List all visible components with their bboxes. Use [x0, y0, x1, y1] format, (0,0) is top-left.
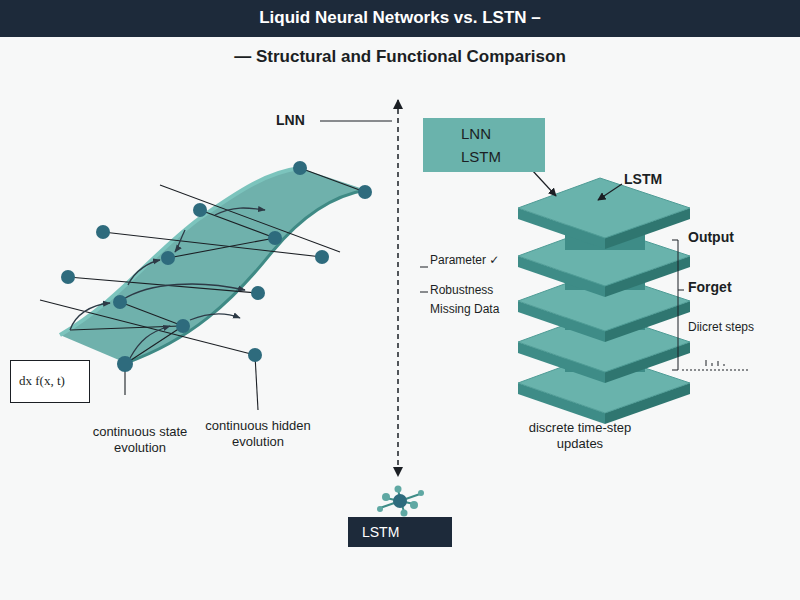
divider: [397, 100, 399, 476]
art-part: [70, 303, 110, 330]
art-part: [103, 232, 322, 257]
art-part: [251, 286, 265, 300]
gate-label: Diicret steps: [688, 320, 793, 334]
art-part: [268, 231, 282, 245]
art-part: [380, 494, 420, 508]
formula-box: dx f(x, t): [10, 360, 90, 403]
art-part: [248, 348, 262, 362]
node-text: LSTM: [461, 145, 545, 168]
art-part: [128, 260, 160, 285]
lstm-box: LSTM: [348, 517, 452, 547]
side-label: LSTM: [624, 171, 684, 188]
art-part: [40, 300, 255, 355]
art-part: [200, 210, 275, 238]
art-part: [130, 326, 170, 358]
node-text: dx f(x, t): [19, 372, 89, 390]
art-part: [113, 295, 127, 309]
art-part: [161, 251, 175, 265]
art-part: [120, 302, 183, 326]
art-part: [190, 314, 240, 320]
art-part: [382, 493, 390, 501]
art-part: [215, 208, 265, 215]
art-part: [68, 277, 258, 293]
art-part: [682, 370, 750, 371]
art-part: [393, 494, 407, 508]
art-part: [175, 230, 185, 252]
label-ticks: [420, 267, 428, 292]
art-part: [395, 486, 402, 493]
caption-note: continuous state evolution: [75, 424, 205, 455]
art-part: [60, 168, 366, 363]
art-part: [300, 168, 365, 192]
subtitle: — Structural and Functional Comparison: [100, 47, 700, 67]
art-part: [706, 360, 724, 366]
art-part: [293, 161, 307, 175]
gate-label: Forget: [688, 279, 788, 296]
gate-label: Output: [688, 229, 788, 246]
flow-arrows: [70, 208, 265, 358]
lstm-stack: [518, 178, 690, 424]
pointer-arrow: [598, 184, 622, 200]
title-bar: [0, 0, 800, 37]
art-part: [418, 490, 424, 496]
art-part: [193, 203, 207, 217]
art-part: [420, 267, 428, 268]
lnn-ribbon: [60, 168, 366, 363]
feature-label: Parameter ✓: [430, 253, 530, 267]
art-part: [125, 326, 183, 364]
art-part: [122, 284, 245, 300]
art-part: [420, 292, 428, 293]
feature-label: Robustness: [430, 283, 530, 297]
pointer-arrow: [532, 170, 556, 196]
art-part: [401, 510, 408, 517]
caption-note: discrete time-step updates: [505, 420, 655, 451]
title: Liquid Neural Networks vs. LSTN –: [0, 8, 800, 28]
feature-label: Missing Data: [430, 302, 530, 316]
leader-line: [320, 121, 392, 122]
art-part: [672, 240, 678, 370]
caption-note: continuous hidden evolution: [183, 418, 333, 449]
art-part: [410, 501, 418, 509]
art-part: [61, 270, 75, 284]
network-nodes: [61, 161, 372, 372]
art-part: [518, 178, 690, 249]
right-bracket: [672, 240, 750, 370]
side-label: LNN: [276, 112, 320, 129]
node-text: LNN: [461, 122, 545, 145]
art-part: [117, 356, 133, 372]
art-part: [126, 190, 366, 363]
node-text: LSTM: [362, 523, 452, 541]
art-part: [678, 290, 684, 291]
art-part: [168, 238, 275, 258]
network-icon: [377, 486, 424, 517]
art-part: [96, 225, 110, 239]
art-part: [60, 168, 300, 335]
art-part: [358, 185, 372, 199]
art-part: [315, 250, 329, 264]
art-part: [377, 506, 383, 512]
art-part: [255, 355, 258, 410]
legend-box: LNNLSTM: [423, 118, 545, 172]
art-part: [176, 319, 190, 333]
